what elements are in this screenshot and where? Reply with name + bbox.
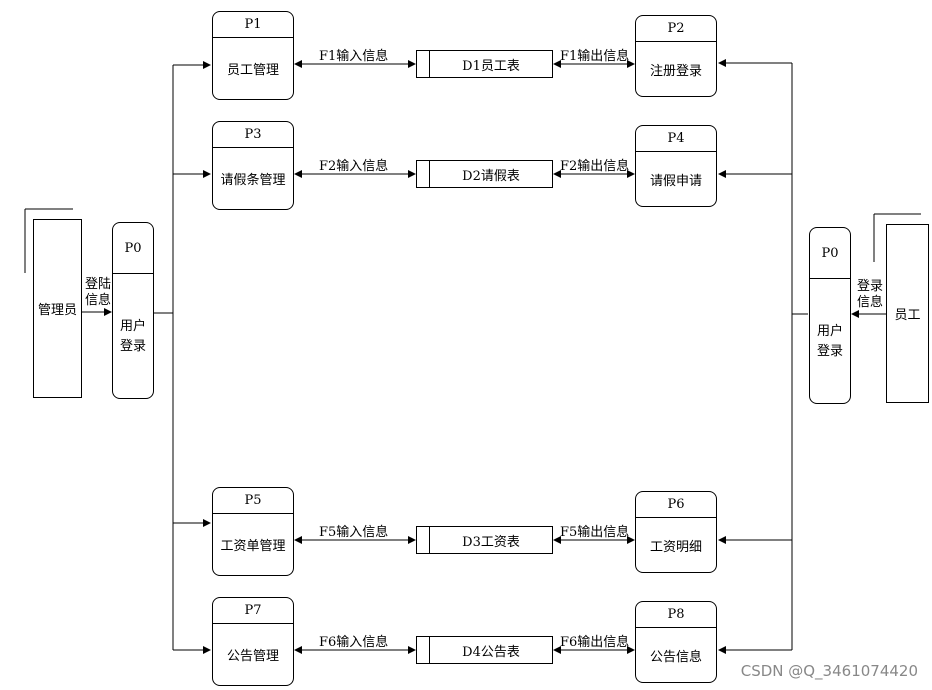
process-p4-name: 请假申请 [649, 173, 702, 189]
process-p0-left: P0 用户 登录 [112, 222, 154, 399]
process-p4: P4 请假申请 [635, 125, 717, 207]
store-d1: D1员工表 [416, 50, 553, 78]
process-p4-id: P4 [636, 126, 716, 152]
process-p2: P2 注册登录 [635, 15, 717, 97]
process-p6-id: P6 [636, 492, 716, 518]
process-p5: P5 工资单管理 [212, 487, 294, 576]
store-d4-name: D4公告表 [462, 644, 520, 660]
process-p0-left-name: 用户 登录 [113, 275, 153, 398]
store-d3: D3工资表 [416, 526, 553, 554]
process-p7-name: 公告管理 [226, 649, 279, 664]
store-d2-name: D2请假表 [462, 168, 520, 184]
employee-entity-label: 员工 [894, 308, 921, 323]
flow-f1-in-label: F1输入信息 [319, 49, 389, 64]
process-p0-right-name: 用户 登录 [810, 280, 850, 403]
watermark: CSDN @Q_3461074420 [740, 662, 918, 680]
store-d4: D4公告表 [416, 636, 553, 664]
process-p6-name: 工资明细 [649, 539, 702, 555]
store-d4-divider [429, 637, 430, 663]
flow-f6-out-label: F6输出信息 [560, 635, 630, 650]
employee-login-flow-label-line1: 登录 [856, 279, 883, 294]
process-p0-left-name-line1: 用户 [119, 318, 146, 334]
flow-f2-out-label: F2输出信息 [560, 159, 630, 174]
process-p6: P6 工资明细 [635, 491, 717, 573]
process-p3: P3 请假条管理 [212, 121, 294, 210]
process-p7: P7 公告管理 [212, 597, 294, 686]
admin-entity: 管理员 [33, 219, 82, 398]
store-d2-divider [429, 161, 430, 187]
process-p5-name: 工资单管理 [220, 539, 286, 554]
flow-f6-in-label: F6输入信息 [319, 635, 389, 650]
process-p1: P1 员工管理 [212, 11, 294, 100]
flow-f5-in-label: F5输入信息 [319, 525, 389, 540]
process-p7-id: P7 [213, 598, 293, 624]
admin-entity-label: 管理员 [37, 303, 77, 318]
employee-entity: 员工 [886, 224, 929, 403]
flow-f1-out-label: F1输出信息 [560, 49, 630, 64]
process-p3-id: P3 [213, 122, 293, 148]
process-p0-right: P0 用户 登录 [809, 227, 851, 404]
process-p0-right-name-line1: 用户 [816, 323, 843, 339]
process-p1-id: P1 [213, 12, 293, 38]
flow-f5-out-label: F5输出信息 [560, 525, 630, 540]
employee-login-flow-label: 登录 信息 [855, 279, 885, 311]
process-p8-name: 公告信息 [649, 649, 702, 665]
process-p0-right-name-line2: 登录 [816, 343, 843, 359]
admin-login-flow-label-line2: 信息 [84, 293, 111, 308]
store-d2: D2请假表 [416, 160, 553, 188]
process-p3-name: 请假条管理 [220, 173, 286, 188]
store-d1-divider [429, 51, 430, 77]
process-p8: P8 公告信息 [635, 601, 717, 683]
process-p0-left-id: P0 [113, 223, 153, 274]
process-p5-id: P5 [213, 488, 293, 514]
process-p2-id: P2 [636, 16, 716, 42]
store-d1-name: D1员工表 [462, 58, 520, 74]
store-d3-divider [429, 527, 430, 553]
process-p0-left-name-line2: 登录 [119, 338, 146, 354]
process-p1-name: 员工管理 [226, 63, 279, 78]
process-p2-name: 注册登录 [649, 63, 702, 79]
store-d3-name: D3工资表 [462, 534, 520, 550]
employee-login-flow-label-line2: 信息 [856, 295, 883, 310]
flow-f2-in-label: F2输入信息 [319, 159, 389, 174]
admin-login-flow-label: 登陆 信息 [84, 277, 112, 309]
admin-login-flow-label-line1: 登陆 [84, 277, 111, 292]
process-p8-id: P8 [636, 602, 716, 628]
process-p0-right-id: P0 [810, 228, 850, 279]
